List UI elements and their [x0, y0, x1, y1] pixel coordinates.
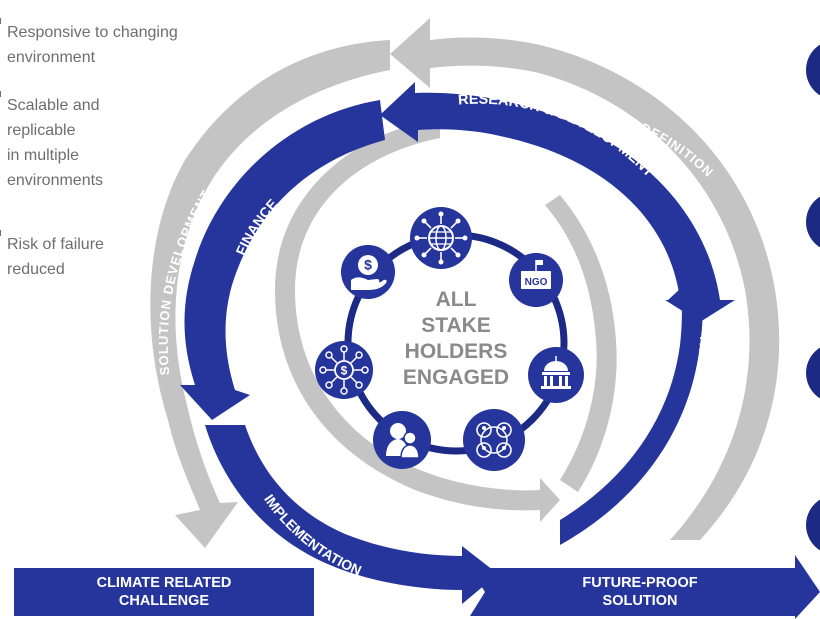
tick-mark-icon	[0, 91, 5, 97]
inner-gray-arc-right	[545, 195, 617, 492]
benefit-item: Risk of failure reduced	[0, 230, 104, 282]
center-line-1: ALL	[436, 288, 477, 311]
benefit-item: Scalable and replicable in multiple envi…	[0, 91, 104, 193]
center-line-4: ENGAGED	[403, 366, 509, 389]
globe-network-icon	[410, 207, 472, 269]
tick-mark-icon	[0, 230, 5, 236]
right-marker-1	[806, 44, 820, 96]
future-proof-line-1: FUTURE-PROOF	[582, 575, 697, 591]
inner-gray-cycle	[275, 118, 617, 522]
right-marker-3	[806, 347, 820, 399]
svg-text:$: $	[341, 364, 348, 378]
financial-network-icon: $	[315, 341, 373, 399]
future-proof-solution-arrow	[470, 555, 820, 619]
benefit-text: Responsive to changing environment	[7, 24, 178, 66]
stakeholder-ring: ALL STAKE HOLDERS ENGAGED	[315, 207, 584, 471]
tick-mark-icon	[0, 18, 5, 24]
integrated-approach-arc	[560, 278, 718, 545]
money-hand-icon: $	[341, 245, 395, 299]
people-icon	[373, 411, 431, 469]
center-line-2: STAKE	[421, 314, 491, 337]
benefit-item: Responsive to changing environment	[0, 18, 178, 70]
benefit-text: Scalable and replicable in multiple envi…	[7, 97, 104, 189]
benefit-text: Risk of failure reduced	[7, 236, 104, 278]
implementation-label: IMPLEMENTATION	[261, 491, 364, 578]
bottom-bar: CLIMATE RELATED CHALLENGE FUTURE-PROOF S…	[14, 555, 820, 619]
ngo-building-icon: NGO	[509, 253, 563, 307]
right-edge-markers	[806, 44, 820, 551]
implementation-arc	[205, 425, 498, 604]
center-text: ALL STAKE HOLDERS ENGAGED	[403, 288, 509, 389]
svg-text:$: $	[364, 257, 372, 273]
future-proof-line-2: SOLUTION	[603, 593, 678, 609]
ngo-label: NGO	[525, 277, 548, 288]
finance-arc	[180, 100, 385, 420]
climate-challenge-bar	[14, 568, 314, 616]
climate-challenge-line-1: CLIMATE RELATED	[97, 575, 232, 591]
right-marker-2	[806, 196, 820, 248]
inner-gray-arc	[275, 118, 560, 522]
right-marker-4	[806, 499, 820, 551]
center-line-3: HOLDERS	[405, 340, 508, 363]
solution-development-arc	[150, 40, 390, 548]
government-building-icon	[528, 347, 584, 403]
network-people-icon	[463, 409, 525, 471]
problem-definition-arc	[390, 18, 780, 540]
climate-challenge-line-2: CHALLENGE	[119, 593, 210, 609]
